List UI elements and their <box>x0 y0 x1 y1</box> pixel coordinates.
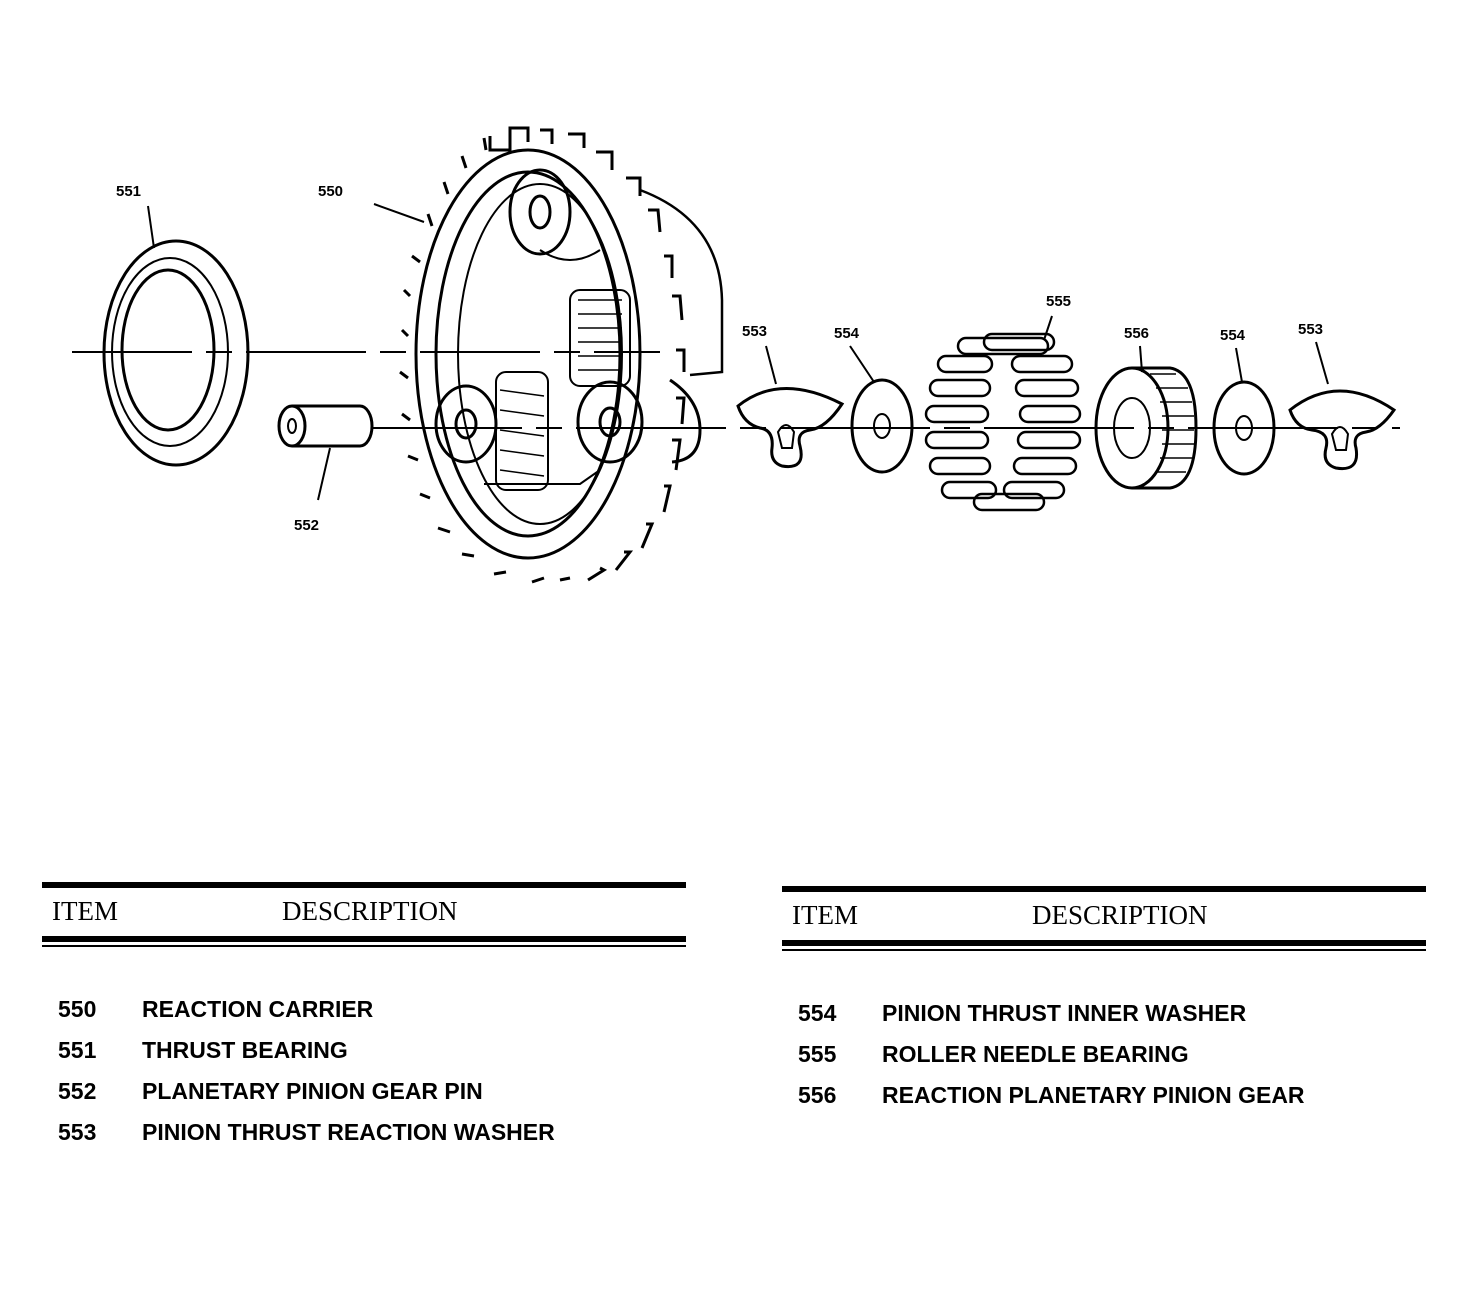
rule-top <box>42 882 686 888</box>
header-description: DESCRIPTION <box>1032 900 1208 930</box>
callout-556: 556 <box>1124 325 1149 342</box>
reaction-planetary-pinion-gear-556 <box>1094 366 1198 490</box>
reaction-carrier-550 <box>399 126 724 584</box>
item-number: 555 <box>798 1041 837 1067</box>
item-number: 554 <box>798 1000 837 1026</box>
item-description: REACTION CARRIER <box>142 996 374 1022</box>
callout-555: 555 <box>1046 293 1071 310</box>
item-description: PLANETARY PINION GEAR PIN <box>142 1078 483 1104</box>
rule-header-under <box>782 949 1426 951</box>
pinion-pin-552 <box>277 404 374 448</box>
header-item: ITEM <box>52 896 118 926</box>
callout-552: 552 <box>294 517 319 534</box>
item-description: THRUST BEARING <box>142 1037 348 1063</box>
item-description: PINION THRUST INNER WASHER <box>882 1000 1247 1026</box>
thrust-bearing-551 <box>102 239 250 467</box>
callout-554-left: 554 <box>834 325 860 342</box>
legend-table-right: ITEM DESCRIPTION 554 PINION THRUST INNER… <box>782 886 1426 1126</box>
callout-554-right: 554 <box>1220 327 1246 344</box>
item-description: ROLLER NEEDLE BEARING <box>882 1041 1189 1067</box>
item-number: 552 <box>58 1078 97 1104</box>
item-number: 556 <box>798 1082 837 1108</box>
rule-header-bottom <box>42 936 686 942</box>
callout-553-left: 553 <box>742 323 767 340</box>
thrust-reaction-washer-553b <box>1288 389 1397 471</box>
item-description: REACTION PLANETARY PINION GEAR <box>882 1082 1305 1108</box>
rule-header-under <box>42 945 686 947</box>
thrust-inner-washer-554b <box>1212 380 1276 476</box>
item-number: 550 <box>58 996 97 1022</box>
header-item: ITEM <box>792 900 858 930</box>
item-number: 551 <box>58 1037 97 1063</box>
roller-needle-bearing-555 <box>924 332 1082 512</box>
callout-553-right: 553 <box>1298 321 1323 338</box>
thrust-inner-washer-554a <box>850 378 914 474</box>
exploded-parts-diagram: 551 550 552 553 554 555 556 554 553 <box>72 126 1400 584</box>
thrust-reaction-washer-553a <box>736 387 845 469</box>
callout-550: 550 <box>318 183 343 200</box>
header-description: DESCRIPTION <box>282 896 458 926</box>
rule-top <box>782 886 1426 892</box>
item-number: 553 <box>58 1119 97 1145</box>
item-description: PINION THRUST REACTION WASHER <box>142 1119 555 1145</box>
legend-table-left: ITEM DESCRIPTION 550 REACTION CARRIER 55… <box>42 882 686 1162</box>
callout-551: 551 <box>116 183 141 200</box>
rule-header-bottom <box>782 940 1426 946</box>
